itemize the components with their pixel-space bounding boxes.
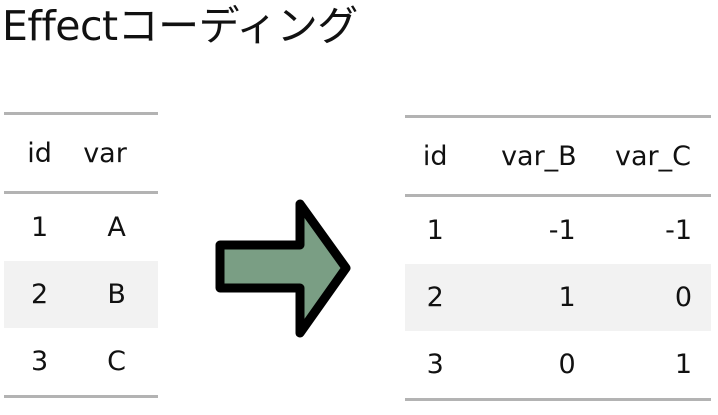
table-header-row: id var: [4, 113, 158, 193]
table-cell: 0: [578, 264, 711, 331]
arrow-shape: [215, 199, 351, 338]
table-cell: 1: [426, 215, 444, 246]
input-table: id var 1 A 2 B 3 C: [4, 112, 158, 398]
table-cell: A: [107, 212, 126, 243]
table-row: 1 A: [4, 193, 158, 262]
column-header-var: var: [83, 137, 127, 169]
table-cell: 3: [31, 346, 49, 377]
table-cell: 1: [31, 212, 49, 243]
column-header-var-c: var_C: [615, 140, 691, 172]
table-cell: 3: [426, 349, 444, 380]
table-row: 2 1 0: [405, 264, 711, 331]
table-cell: 1: [674, 349, 692, 380]
table-row: 2 B: [4, 261, 158, 328]
page-title: Effectコーディング: [2, 2, 358, 50]
table-row: 3 C: [4, 328, 158, 397]
column-header-id: id: [27, 137, 52, 169]
table-header-row: id var_B var_C: [405, 116, 711, 196]
table-cell: -1: [548, 215, 576, 246]
table-cell: 2: [405, 264, 466, 331]
table-cell: 0: [558, 349, 576, 380]
column-header-var-b: var_B: [501, 140, 577, 172]
table-cell: -1: [665, 215, 692, 246]
column-header-id: id: [422, 140, 448, 172]
right-arrow-icon: [215, 199, 351, 338]
table-row: 1 -1 -1: [405, 196, 711, 265]
table-cell: B: [75, 261, 158, 328]
table-cell: 2: [4, 261, 76, 328]
encoded-table: id var_B var_C 1 -1 -1 2 1 0 3 0 1: [405, 115, 711, 401]
table-cell: C: [107, 346, 127, 377]
table-cell: 1: [465, 264, 579, 331]
table-row: 3 0 1: [405, 331, 711, 400]
